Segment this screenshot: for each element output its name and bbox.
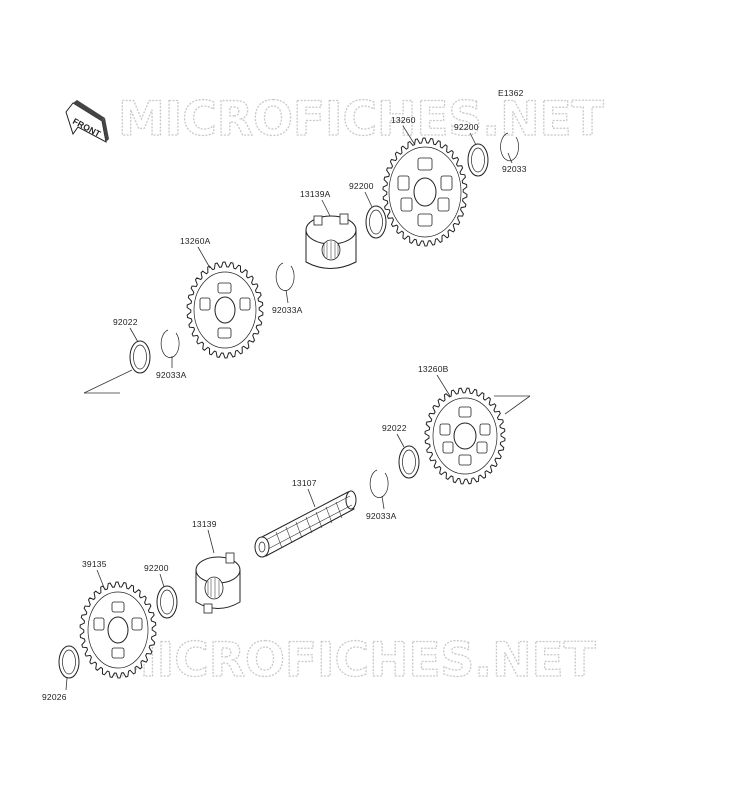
label-92022-right: 92022 — [382, 423, 407, 433]
label-13260B: 13260B — [418, 364, 449, 374]
diagram-ref-code: E1362 — [498, 88, 524, 98]
label-92200-low: 92200 — [144, 563, 169, 573]
label-13107: 13107 — [292, 478, 317, 488]
gear-39135 — [79, 581, 157, 679]
sleeve-13139 — [195, 552, 241, 614]
watermark-bottom: MICROFICHES.NET — [110, 633, 596, 688]
label-92022-upper: 92022 — [113, 317, 138, 327]
label-13139A: 13139A — [300, 189, 331, 199]
washer-92026 — [58, 645, 80, 679]
circlip-92033-top — [500, 132, 519, 162]
front-arrow-icon — [65, 100, 109, 143]
circlip-92033A-upper — [275, 262, 295, 291]
washer-92022-upper — [129, 340, 151, 374]
label-13260A: 13260A — [180, 236, 211, 246]
label-92026: 92026 — [42, 692, 67, 702]
washer-92200-mid — [365, 205, 387, 239]
gear-13260 — [382, 137, 468, 247]
label-92200-mid: 92200 — [349, 181, 374, 191]
gear-13260A — [186, 261, 264, 359]
washer-92022-right — [398, 445, 420, 479]
label-92033A-left: 92033A — [156, 370, 187, 380]
label-13139: 13139 — [192, 519, 217, 529]
watermark-top: MICROFICHES.NET — [118, 92, 604, 147]
circlip-92033A-left — [160, 329, 180, 358]
washer-92200-top — [467, 143, 489, 177]
label-92033-top: 92033 — [502, 164, 527, 174]
label-92033A-upper: 92033A — [272, 305, 303, 315]
washer-92200-low — [156, 585, 178, 619]
label-92033A-right: 92033A — [366, 511, 397, 521]
label-13260: 13260 — [391, 115, 416, 125]
sleeve-13139A — [305, 213, 357, 269]
shaft-13107 — [254, 490, 357, 558]
label-92200-top: 92200 — [454, 122, 479, 132]
gear-13260B — [424, 387, 506, 485]
label-39135: 39135 — [82, 559, 107, 569]
circlip-92033A-right — [369, 469, 389, 498]
